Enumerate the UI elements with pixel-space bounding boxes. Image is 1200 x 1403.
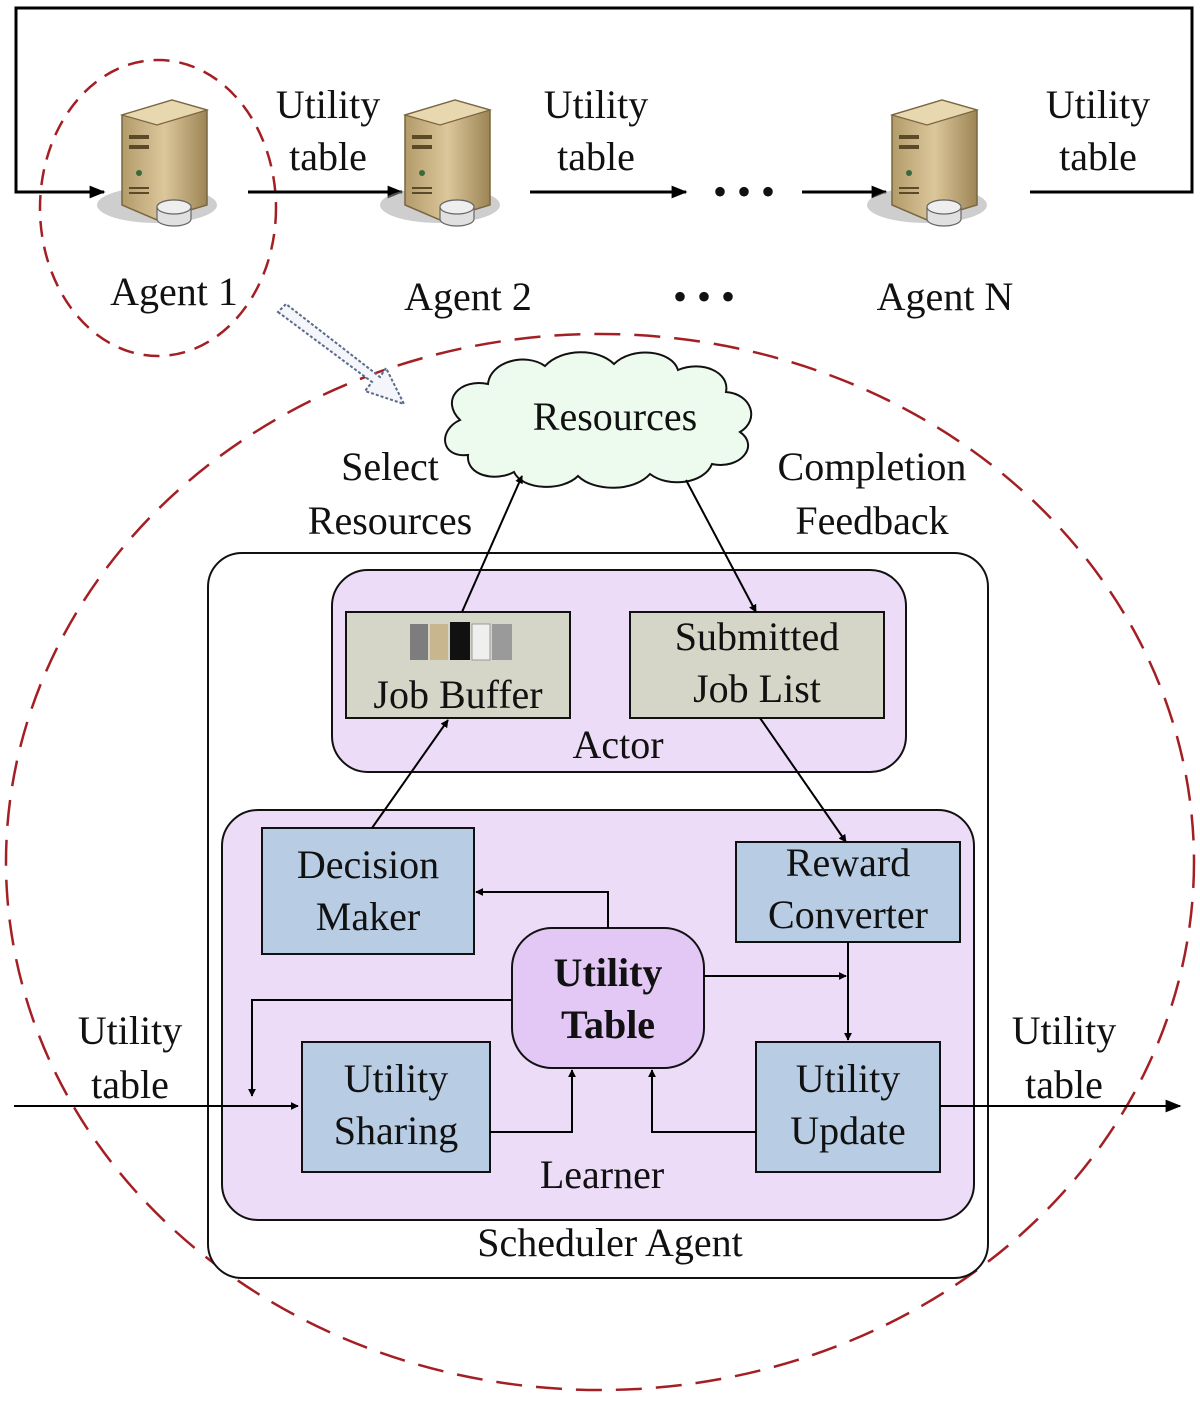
arrow-submitted-to-reward <box>759 717 847 843</box>
agents-ellipsis: • • • <box>673 274 735 319</box>
link-1-label-line2: table <box>289 134 367 179</box>
arrow-decision-to-jobbuffer <box>371 719 449 829</box>
output-label-line2: table <box>1025 1062 1103 1107</box>
server-icon <box>96 99 218 227</box>
completion-feedback-line1: Completion <box>778 444 967 489</box>
zoom-arrow <box>276 302 406 406</box>
server-icon <box>866 99 988 227</box>
arrow-update-to-utilitytable <box>648 1069 756 1133</box>
job-queue-icon <box>410 622 512 661</box>
ring-ellipsis: • • • <box>713 169 775 214</box>
input-label-line2: table <box>91 1062 169 1107</box>
resources-label: Resources <box>533 394 697 439</box>
input-label-line1: Utility <box>78 1008 182 1053</box>
utility-sharing-line1: Utility <box>344 1056 448 1101</box>
utility-table-line2: Table <box>561 1002 655 1047</box>
reward-converter-line2: Converter <box>768 892 928 937</box>
agent-2-label: Agent 2 <box>404 274 532 319</box>
decision-maker-line2: Maker <box>316 894 420 939</box>
utility-update-line1: Utility <box>796 1056 900 1101</box>
utility-update-line2: Update <box>790 1108 906 1153</box>
link-2-label-line2: table <box>557 134 635 179</box>
job-buffer-label: Job Buffer <box>373 672 542 717</box>
submitted-job-list-box <box>629 611 885 719</box>
submitted-job-list-line1: Submitted <box>675 614 839 659</box>
utility-sharing-box <box>301 1041 491 1173</box>
utility-table-box <box>511 927 705 1069</box>
utility-update-box <box>755 1041 941 1173</box>
agent-1-highlight-ellipse <box>38 58 278 358</box>
agent-n-label: Agent N <box>877 274 1014 319</box>
decision-maker-line1: Decision <box>297 842 439 887</box>
ring-loop-line <box>14 6 1194 199</box>
completion-feedback-line2: Feedback <box>795 498 948 543</box>
learner-title: Learner <box>540 1152 664 1197</box>
link-1-label-line1: Utility <box>276 82 380 127</box>
arrow-utilitytable-to-decision <box>475 888 609 928</box>
reward-converter-box <box>735 841 961 943</box>
server-icon <box>379 99 501 227</box>
utility-table-line1: Utility <box>554 950 663 995</box>
decision-maker-box <box>261 827 475 955</box>
arrow-utilitytable-to-sharing <box>248 999 512 1097</box>
arrow-resources-to-submitted <box>685 479 757 613</box>
utility-sharing-line2: Sharing <box>334 1108 458 1153</box>
resources-cloud <box>444 351 753 489</box>
link-n-label-line2: table <box>1059 134 1137 179</box>
scheduler-agent-title: Scheduler Agent <box>477 1220 743 1265</box>
output-label-line1: Utility <box>1012 1008 1116 1053</box>
reward-converter-line1: Reward <box>786 840 910 885</box>
scheduler-zoom-circle <box>4 332 1196 1392</box>
link-2-label-line1: Utility <box>544 82 648 127</box>
arrow-jobbuffer-to-resources <box>461 475 523 613</box>
select-resources-line2: Resources <box>308 498 472 543</box>
arrow-sharing-to-utilitytable <box>490 1069 576 1133</box>
submitted-job-list-line2: Job List <box>693 666 821 711</box>
agent-1-label: Agent 1 <box>110 269 238 314</box>
link-n-label-line1: Utility <box>1046 82 1150 127</box>
select-resources-line1: Select <box>341 444 439 489</box>
actor-title: Actor <box>572 722 663 767</box>
